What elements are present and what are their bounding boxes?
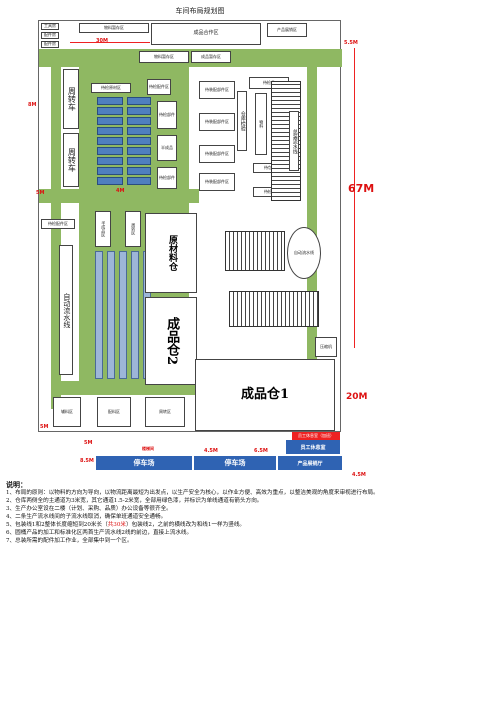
dim-bottom-c: 6.5M	[254, 448, 268, 454]
dim-bottom-right: 4.5M	[352, 472, 366, 478]
semi-finished-zone: 半成品区	[95, 211, 111, 247]
dim-bottom-b: 4.5M	[204, 448, 218, 454]
material-staging: 物料暂存区	[79, 23, 149, 33]
finished-warehouse-2-label: 成品仓2	[164, 316, 180, 366]
tool-room: 工具房	[41, 23, 59, 30]
parking-lot-1: 停车场	[96, 456, 192, 470]
floor-plan: 工具房 配件房 配件房 物料暂存区 成品合作区 物料暂存区 成品暂存区 产品展销…	[38, 20, 342, 432]
staff-rest-room-note: 员工休息室（加班）	[292, 432, 340, 440]
note-line-5: 5、包装线1和2整体长度缩短到20米长（共30米）包装线2，之前的横线改为和线1…	[6, 521, 496, 529]
semi-product: 半成品	[157, 135, 177, 161]
dim-top: 30M	[96, 38, 108, 44]
notes-section: 说明： 1、布局的原则：以物料的方向为导向，以物流距离最短为出发点，以生产安全为…	[6, 481, 496, 545]
raw-material-warehouse: 原材料仓	[145, 213, 197, 293]
dim-right-lower: 20M	[346, 392, 368, 402]
turnover-cart-1: 周转车	[63, 69, 79, 129]
aisle-top	[39, 49, 342, 67]
showroom-area: 产品展销区	[267, 23, 307, 37]
staff-rest-room: 员工休息室	[286, 440, 340, 454]
dim-left-mid: 5M	[36, 190, 45, 196]
parts-room-2: 配件房	[41, 41, 59, 48]
notes-heading: 说明：	[6, 480, 27, 489]
assembly-parts-4: 待装配部件区	[199, 173, 235, 191]
note-line-1: 1、布局的原则：以物料的方向为导向，以物流距离最短为出发点，以生产安全为核心，以…	[6, 490, 379, 496]
material-zone-label: 待检原材区	[91, 83, 131, 93]
dim-middle-gap: 4M	[116, 188, 125, 194]
batching-zone: 配料区	[97, 397, 131, 427]
packing-line-2	[229, 291, 319, 327]
cooperative-zone: 成品合作区	[151, 23, 261, 45]
dim-bottom-mid: 5M	[84, 440, 93, 446]
finished-warehouse-2: 成品仓2	[145, 297, 197, 385]
turnover-cart-2: 周转车	[63, 133, 79, 187]
auto-line-left: 自动流水线	[59, 245, 73, 375]
note-line-7: 7、总装所需的配件加工作业，全部集中到一个区。	[6, 538, 133, 544]
stairs-label: 楼梯间	[142, 446, 154, 451]
round-auto-line: 自动流水线	[287, 227, 321, 279]
dim-left-upper: 8M	[28, 102, 37, 108]
shelf-grid-left	[97, 97, 123, 189]
aisle-horizontal	[39, 189, 199, 203]
note-line-6: 6、圆桶产品的加工和标准化区两首生产流水线2线的前边，直接上流水线。	[6, 530, 193, 536]
assembly-parts-1: 待装配部件区	[199, 81, 235, 99]
parts-room-1: 配件房	[41, 32, 59, 39]
shelf-grid-lower	[95, 251, 151, 379]
material-staging-2: 物料暂存区	[139, 51, 189, 63]
dim-top-line	[70, 42, 150, 43]
assembly-parts-2: 待装配部件区	[199, 113, 235, 131]
assembly-line-label: 总装流水线	[289, 111, 299, 171]
parking-lot-2: 停车场	[194, 456, 276, 470]
dim-top-right: 5.5M	[344, 40, 358, 46]
note-line-3: 3、生产办公室设在二楼（计划、采购、品质）办公设备等很齐全。	[6, 506, 172, 512]
turnover-zone-mid: 周转区	[125, 211, 141, 247]
finished-staging: 成品暂存区	[191, 51, 231, 63]
aisle-right	[307, 67, 317, 367]
note-line-5-text: 5、包装线1和2整体长度缩短到20米长（	[6, 522, 108, 528]
warehouse-inspection: 仓库检验	[237, 91, 247, 151]
pending-parts-1: 待检部件	[157, 101, 177, 129]
turnover-zone-bottom: 周转区	[145, 397, 185, 427]
finished-warehouse-1: 成品仓1	[195, 359, 335, 431]
note-line-5-highlight: 共30米	[107, 522, 127, 528]
aisle-left	[51, 49, 61, 409]
dim-bottom-left: 5M	[40, 424, 49, 430]
note-line-2: 2、仓库两侧全的主通道为3米宽，其它通道1.5-2米宽，全部用绿色漆，并标识为单…	[6, 498, 263, 504]
material-column: 物料	[255, 93, 267, 155]
page-title: 车间布局规划图	[175, 7, 225, 15]
dim-right-main: 67M	[348, 182, 375, 195]
note-line-5-tail: ）包装线2，之前的横线改为和线1一样为竖线。	[126, 522, 246, 528]
showroom-hall: 产品展销厅	[278, 456, 342, 470]
parts-zone: 待检配件区	[147, 79, 171, 95]
pending-parts-2: 待检部件	[157, 167, 177, 189]
assembly-parts-3: 待装配部件区	[199, 145, 235, 163]
assembly-line-rails	[271, 81, 301, 201]
aux-material-zone: 辅料区	[53, 397, 81, 427]
packing-line-1	[225, 231, 285, 271]
note-line-4: 4、二条生产流水线间的子流水线取消，确保单班通道安全通畅。	[6, 514, 167, 520]
dim-bottom-a: 8.5M	[80, 458, 94, 464]
left-parts-zone: 待检配件区	[41, 219, 75, 229]
shelf-grid-right	[127, 97, 151, 189]
dim-right-line	[354, 48, 355, 348]
compressor-room: 压缩机	[315, 337, 337, 357]
